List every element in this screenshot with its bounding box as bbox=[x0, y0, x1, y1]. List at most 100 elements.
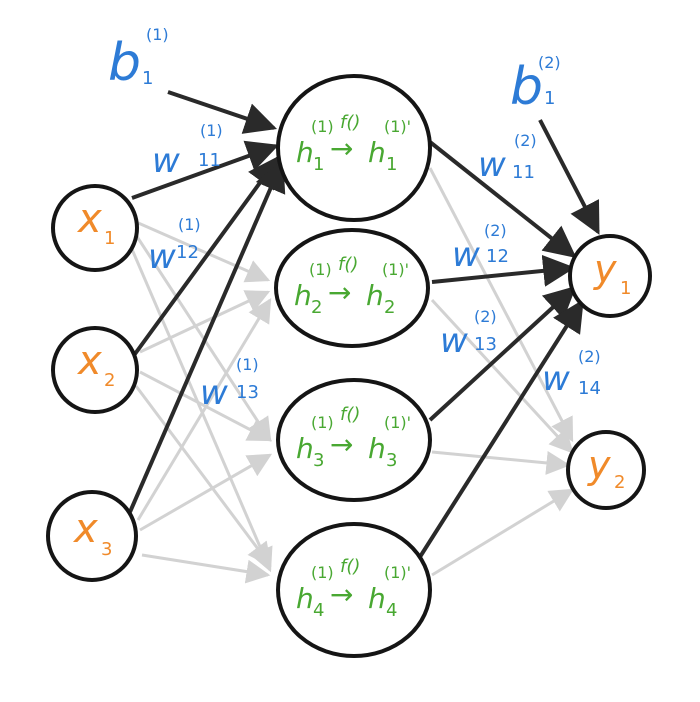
output-subscript: 1 bbox=[620, 278, 631, 299]
hidden-superscript-in: (1) bbox=[311, 563, 334, 582]
hidden-superscript-out: (1)' bbox=[384, 117, 411, 136]
label-sub: 12 bbox=[486, 246, 509, 267]
label-sub: 12 bbox=[176, 242, 199, 263]
edge-h3-y1 bbox=[428, 285, 577, 422]
label-sub: 13 bbox=[474, 334, 497, 355]
edge-x3-h1 bbox=[128, 159, 286, 513]
input-subscript: 3 bbox=[101, 539, 112, 560]
input-layer: x 1 x 2 x 3 bbox=[46, 184, 139, 582]
hidden-subscript-in: 3 bbox=[313, 450, 324, 471]
edge-h4-y2 bbox=[431, 488, 575, 577]
edge-h4-y1 bbox=[416, 299, 584, 562]
label-base: w bbox=[152, 141, 180, 181]
weight-label-w11-1: w (1) 11 bbox=[152, 121, 223, 181]
activation-function: f() bbox=[340, 556, 360, 577]
output-node-y2: y 2 bbox=[566, 430, 646, 510]
edge-x1-h2 bbox=[135, 220, 271, 283]
hidden-superscript-in: (1) bbox=[311, 413, 334, 432]
weight-label-w13-2: w (2) 13 bbox=[440, 307, 497, 361]
hidden-layer: f() h 1 (1) → h 1 (1)' f() h 2 (1) → h 2… bbox=[274, 74, 432, 658]
hidden-subscript-out: 2 bbox=[384, 297, 395, 318]
hidden-label-out: h bbox=[366, 279, 384, 312]
parameter-labels: b (1) 1 b (2) 1 w (1) 11 w (1) 12 w (1) … bbox=[108, 25, 601, 413]
label-sub: 11 bbox=[512, 162, 535, 183]
input-subscript: 2 bbox=[104, 370, 115, 391]
arrow-symbol: → bbox=[330, 132, 353, 165]
activation-function: f() bbox=[338, 254, 358, 275]
output-layer: y 1 y 2 bbox=[566, 234, 652, 510]
hidden-label-in: h bbox=[296, 136, 314, 169]
input-label: x bbox=[76, 338, 102, 384]
arrow-symbol: → bbox=[330, 428, 353, 461]
input-label: x bbox=[72, 506, 98, 552]
hidden-label-in: h bbox=[296, 582, 314, 615]
input-label: x bbox=[76, 196, 102, 242]
edge-h3-y2 bbox=[431, 450, 571, 475]
arrow-symbol: → bbox=[330, 578, 353, 611]
arrow-symbol: → bbox=[328, 276, 351, 309]
label-sup: (2) bbox=[484, 221, 507, 240]
hidden-superscript-out: (1)' bbox=[382, 260, 409, 279]
hidden-label-in: h bbox=[296, 432, 314, 465]
label-base: b bbox=[108, 33, 141, 93]
input-node-x3: x 3 bbox=[46, 490, 138, 582]
edge-b2-y1 bbox=[538, 119, 600, 235]
edge-x1-h4 bbox=[126, 239, 273, 573]
edge-x3-h2 bbox=[136, 297, 272, 521]
label-base: b bbox=[510, 57, 543, 117]
edge-b1-h1 bbox=[167, 90, 278, 134]
edge-x2-h1 bbox=[130, 155, 280, 360]
activation-function: f() bbox=[340, 112, 360, 133]
weight-label-w13-1: w (1) 13 bbox=[200, 355, 259, 413]
edge-x2-h2 bbox=[139, 290, 271, 354]
edge-h2-y1 bbox=[431, 254, 576, 287]
output-label: y bbox=[587, 443, 611, 487]
label-sub: 1 bbox=[142, 68, 153, 89]
label-sup: (1) bbox=[178, 215, 201, 234]
hidden-superscript-in: (1) bbox=[311, 117, 334, 136]
hidden-label-out: h bbox=[368, 582, 386, 615]
label-base: w bbox=[200, 373, 228, 413]
edge-x2-h4 bbox=[134, 385, 272, 567]
edge-h1-y1 bbox=[428, 140, 577, 258]
label-sup: (1) bbox=[146, 25, 169, 44]
highlighted-connections bbox=[128, 90, 600, 562]
hidden-superscript-out: (1)' bbox=[384, 563, 411, 582]
label-sup: (1) bbox=[236, 355, 259, 374]
faint-connections bbox=[126, 167, 575, 584]
hidden-superscript-in: (1) bbox=[309, 260, 332, 279]
label-base: w bbox=[148, 237, 176, 277]
bias-label-b1: b (1) 1 bbox=[108, 25, 169, 93]
edge-h1-y2 bbox=[428, 167, 574, 443]
hidden-subscript-in: 4 bbox=[313, 600, 324, 621]
edge-x3-h4 bbox=[141, 553, 271, 584]
hidden-node-h1: f() h 1 (1) → h 1 (1)' bbox=[276, 74, 432, 222]
hidden-superscript-out: (1)' bbox=[384, 413, 411, 432]
label-base: w bbox=[542, 359, 570, 399]
hidden-label-out: h bbox=[368, 432, 386, 465]
hidden-subscript-in: 2 bbox=[311, 297, 322, 318]
hidden-subscript-out: 3 bbox=[386, 450, 397, 471]
label-sup: (1) bbox=[200, 121, 223, 140]
edge-x1-h1 bbox=[131, 140, 280, 200]
hidden-node-h3: f() h 3 (1) → h 3 (1)' bbox=[276, 378, 432, 502]
hidden-node-h4: f() h 4 (1) → h 4 (1)' bbox=[276, 522, 432, 658]
label-sup: (2) bbox=[578, 347, 601, 366]
label-base: w bbox=[478, 145, 506, 185]
hidden-subscript-out: 4 bbox=[386, 600, 397, 621]
hidden-subscript-in: 1 bbox=[313, 154, 324, 175]
label-sup: (2) bbox=[538, 53, 561, 72]
bias-label-b2: b (2) 1 bbox=[510, 53, 561, 117]
hidden-node-h2: f() h 2 (1) → h 2 (1)' bbox=[274, 228, 430, 348]
input-node-x1: x 1 bbox=[51, 184, 139, 272]
input-subscript: 1 bbox=[104, 228, 115, 249]
output-label: y bbox=[593, 247, 617, 291]
label-base: w bbox=[452, 235, 480, 275]
label-sub: 13 bbox=[236, 382, 259, 403]
activation-function: f() bbox=[340, 404, 360, 425]
output-node-y1: y 1 bbox=[568, 234, 652, 318]
label-sup: (2) bbox=[514, 131, 537, 150]
label-sub: 14 bbox=[578, 378, 601, 399]
input-node-x2: x 2 bbox=[51, 326, 139, 414]
